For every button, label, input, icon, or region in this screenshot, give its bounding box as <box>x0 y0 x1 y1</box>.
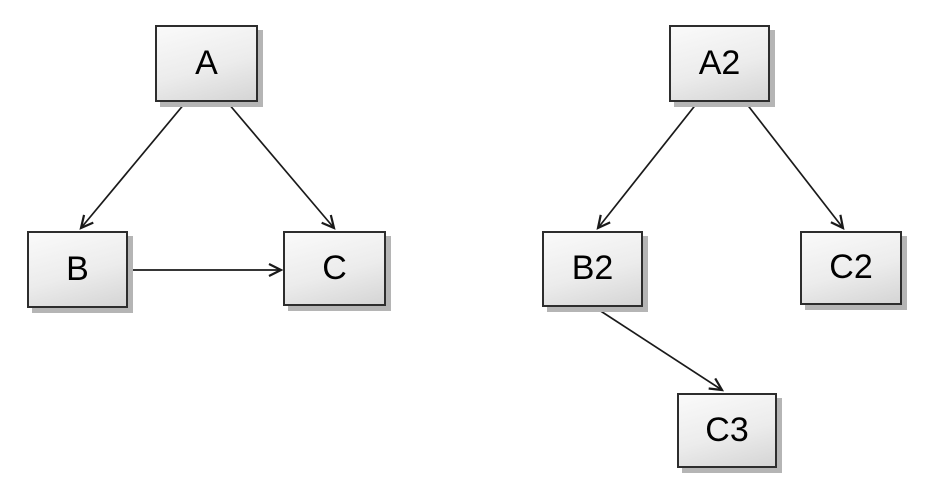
node-label: A2 <box>698 43 741 82</box>
node-B[interactable]: B <box>27 231 128 308</box>
edge-group <box>79 102 845 392</box>
node-label: B <box>66 249 89 288</box>
node-label: C <box>322 248 347 287</box>
edge-A-B[interactable] <box>79 102 186 230</box>
node-label: C3 <box>705 410 749 449</box>
node-A2[interactable]: A2 <box>669 25 770 102</box>
edge-B2-C3[interactable] <box>595 307 725 392</box>
node-C[interactable]: C <box>283 231 386 306</box>
node-A[interactable]: A <box>155 25 258 102</box>
edge-A2-B2[interactable] <box>596 102 698 230</box>
node-C2[interactable]: C2 <box>800 231 902 305</box>
node-B2[interactable]: B2 <box>542 231 643 307</box>
edge-A2-C2[interactable] <box>745 102 845 230</box>
node-C3[interactable]: C3 <box>677 393 777 468</box>
node-label: C2 <box>829 248 873 286</box>
node-label: B2 <box>571 249 614 287</box>
edge-A-C[interactable] <box>227 102 336 230</box>
node-label: A <box>195 43 218 82</box>
